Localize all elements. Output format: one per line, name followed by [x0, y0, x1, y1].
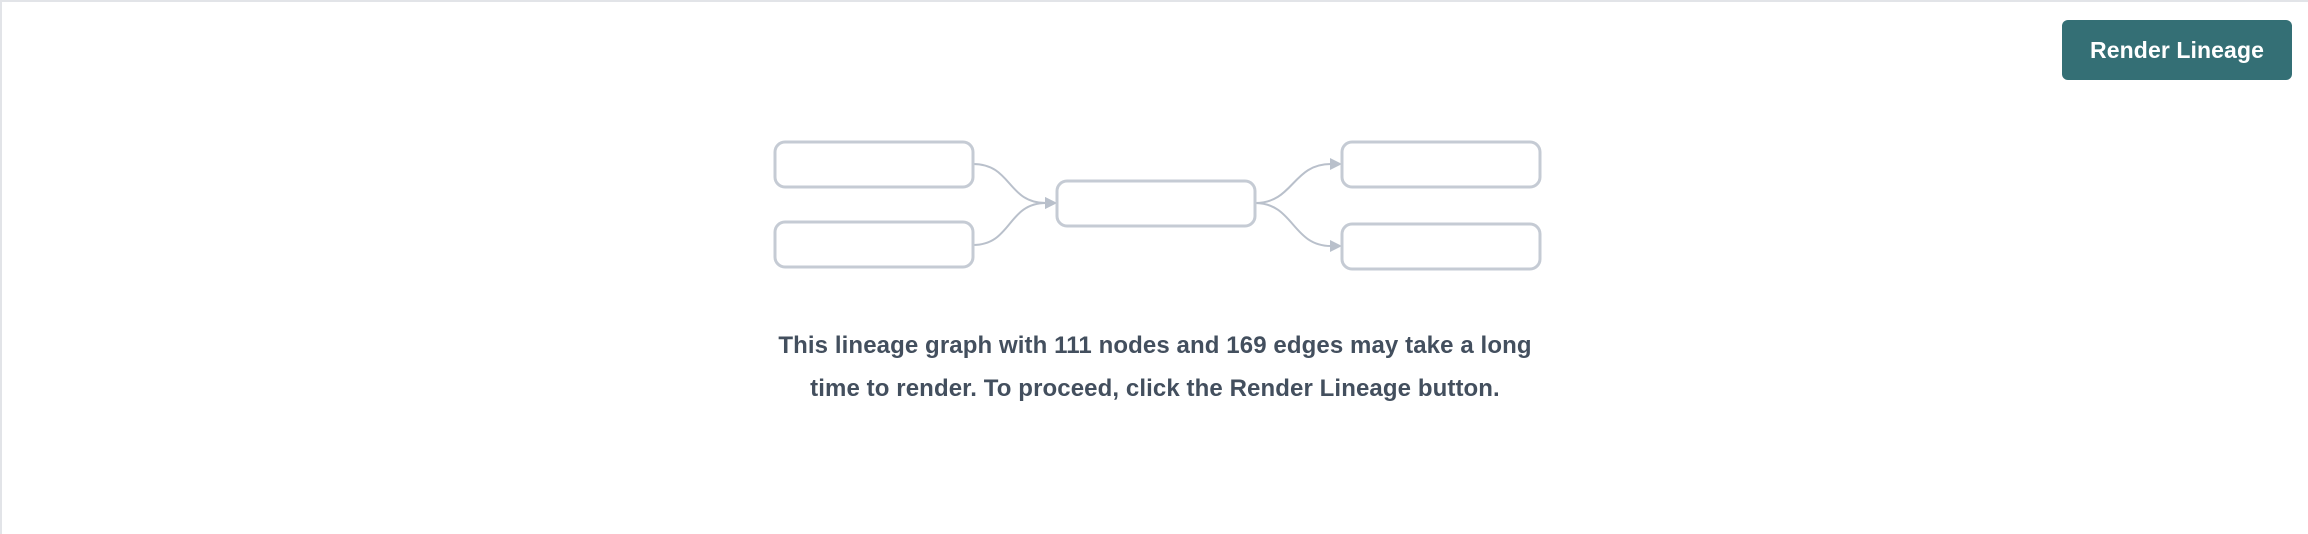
lineage-warning-text: This lineage graph with 111 nodes and 16…	[778, 332, 1532, 402]
lineage-warning-message: This lineage graph with 111 nodes and 16…	[760, 324, 1550, 410]
lineage-node-downstream-1	[1340, 140, 1542, 189]
lineage-node-focus	[1055, 179, 1257, 228]
edge-arrowhead-downstream-2	[1330, 240, 1342, 252]
edge-arrowhead-upstream-2	[1045, 197, 1057, 209]
lineage-graph-placeholder	[2, 2, 2308, 302]
edge-upstream-2-to-focus	[972, 202, 1047, 246]
edge-focus-to-downstream-1	[1254, 163, 1332, 204]
lineage-node-upstream-1	[773, 140, 975, 189]
edge-arrowhead-upstream-1	[1045, 197, 1057, 209]
edge-upstream-1-to-focus	[972, 163, 1047, 204]
render-lineage-button[interactable]: Render Lineage	[2062, 20, 2292, 80]
lineage-node-upstream-2	[773, 220, 975, 269]
lineage-node-downstream-2	[1340, 222, 1542, 271]
edge-arrowhead-downstream-1	[1330, 158, 1342, 170]
lineage-toolbar: Render Lineage	[2062, 2, 2308, 98]
edge-focus-to-downstream-2	[1254, 202, 1332, 247]
lineage-placeholder-svg	[773, 140, 1542, 271]
